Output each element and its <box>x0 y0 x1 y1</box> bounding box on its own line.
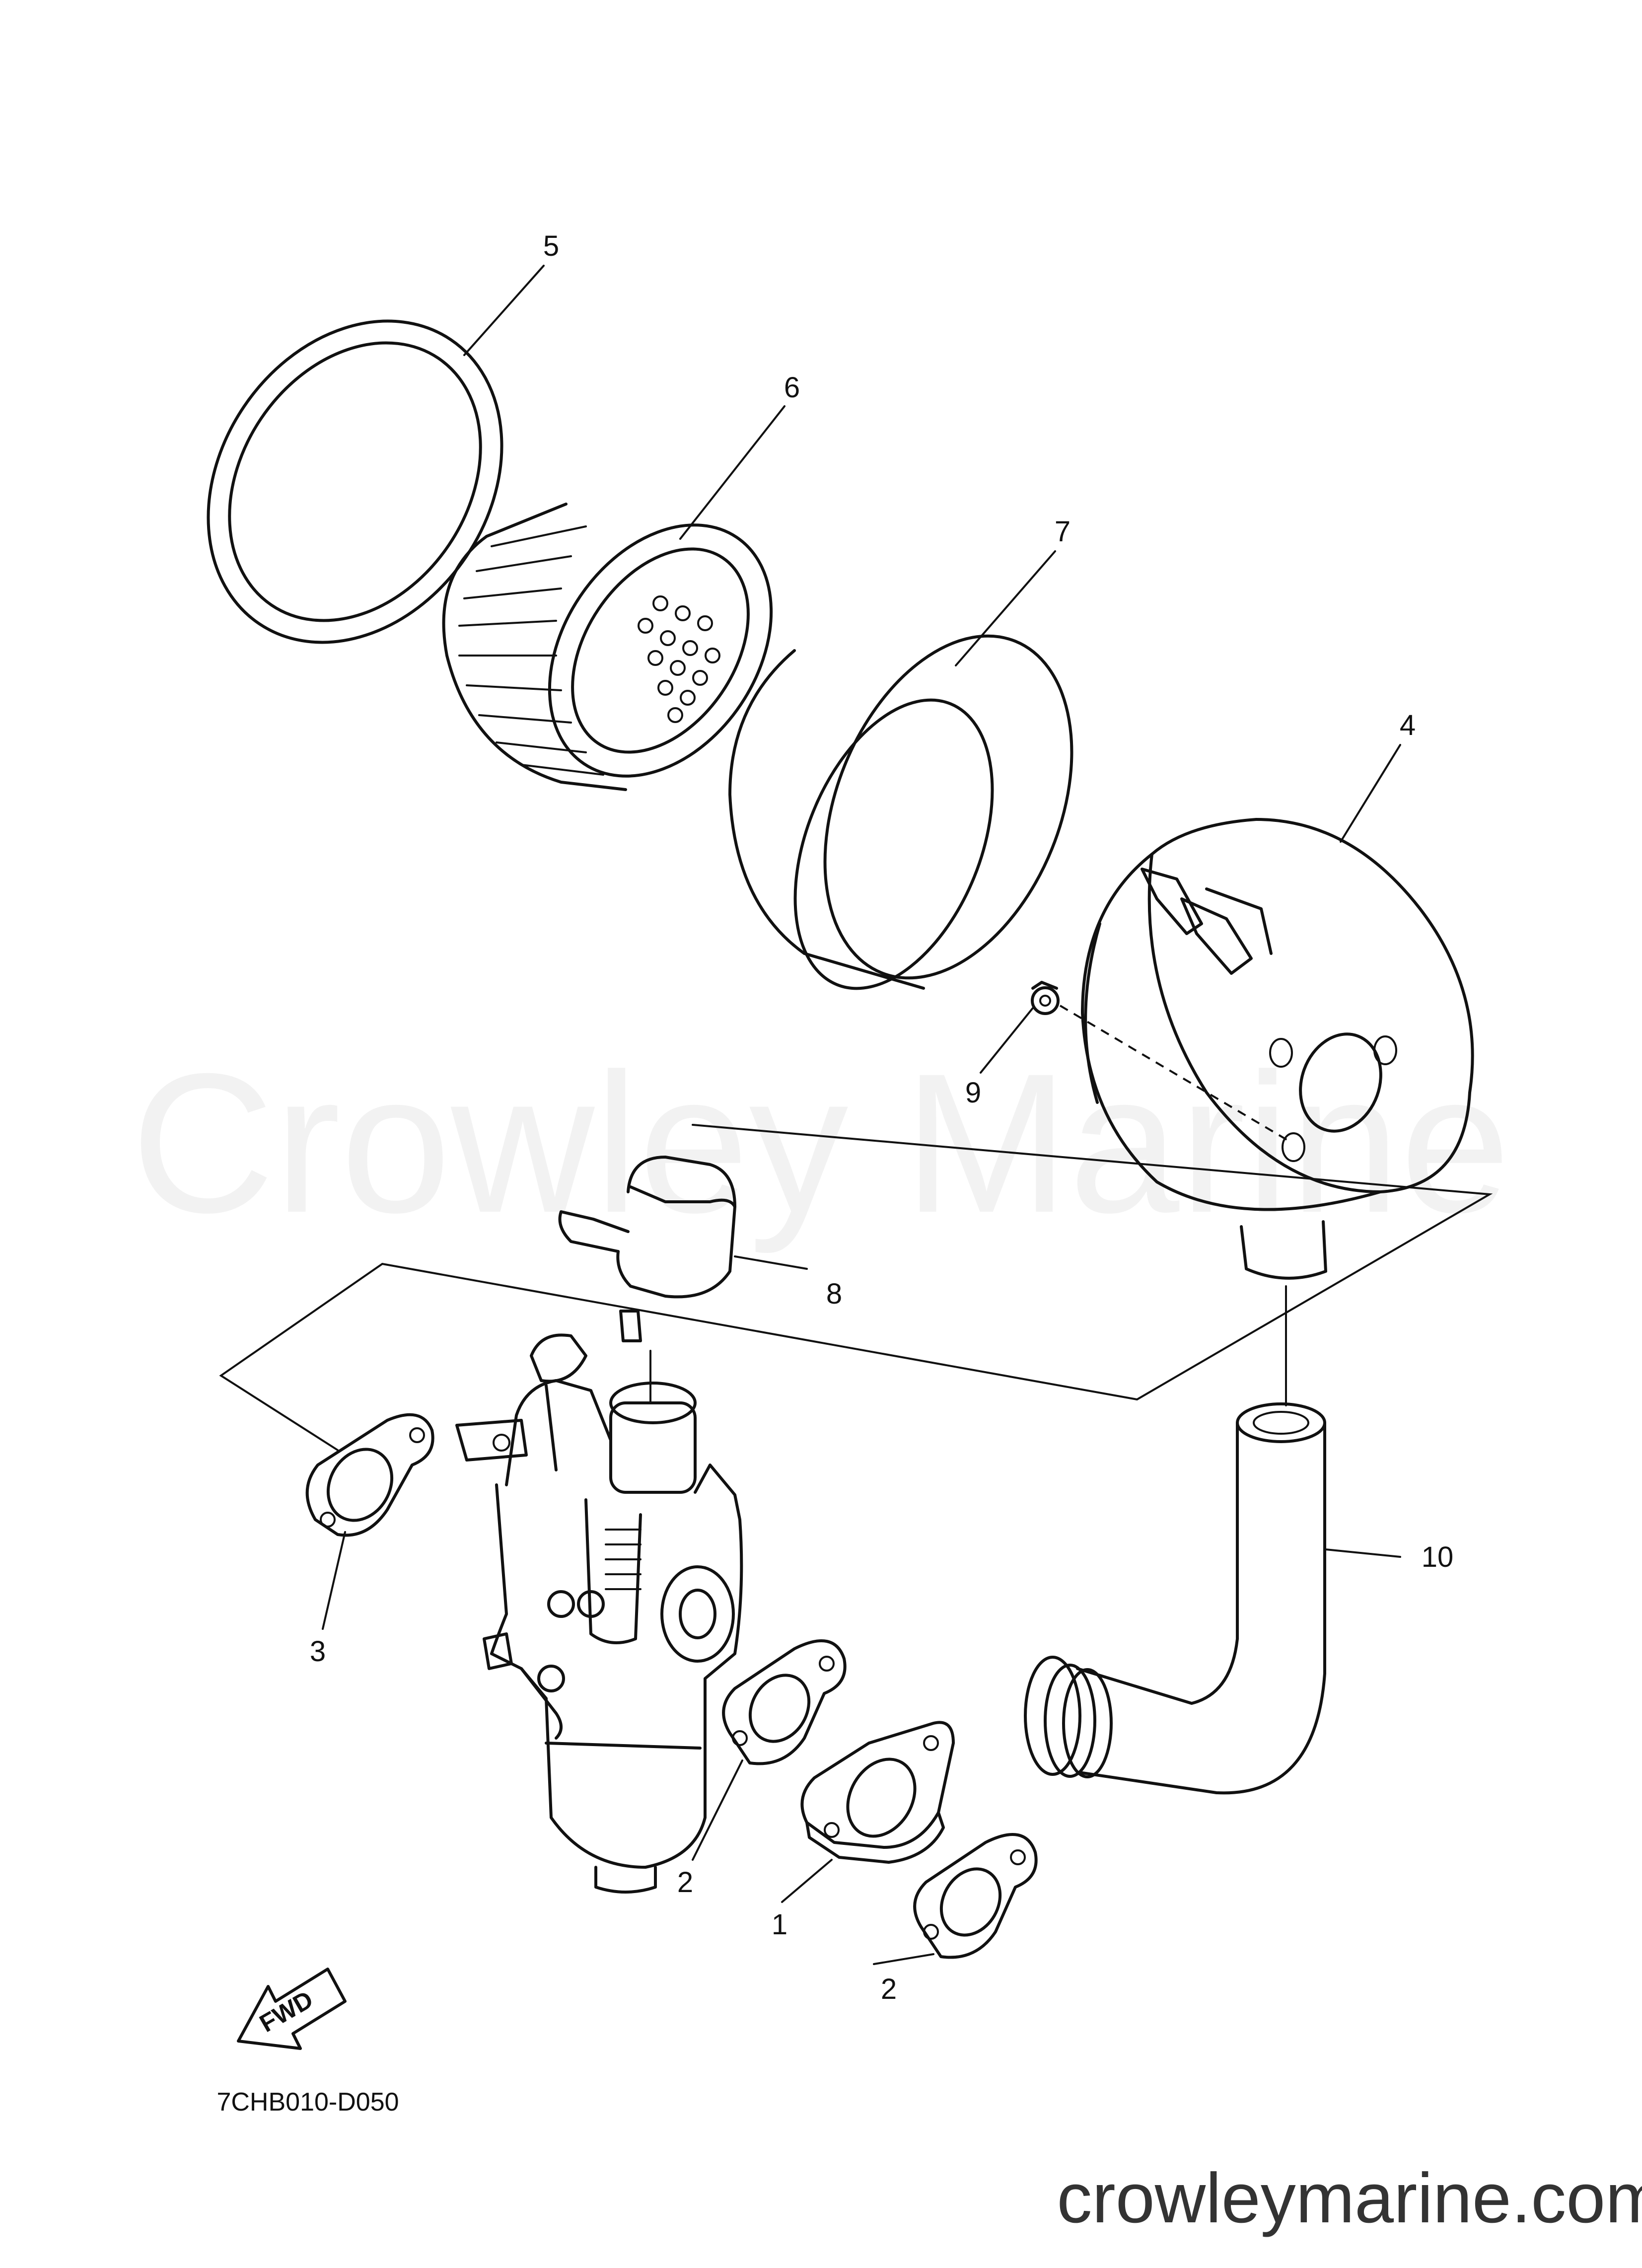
part-4-air-cleaner-case <box>1081 818 1474 1280</box>
callout-2-upper: 2 <box>677 1866 693 1899</box>
callout-2-lower: 2 <box>881 1973 897 2005</box>
callout-6: 6 <box>784 371 800 404</box>
callout-7: 7 <box>1055 515 1071 548</box>
footer-website: crowleymarine.com <box>1057 2159 1642 2238</box>
callout-10: 10 <box>1422 1541 1454 1573</box>
fwd-arrow-icon: FWD <box>237 1968 347 2050</box>
part-10-intake-duct <box>1024 1285 1401 1795</box>
watermark-text: Crowley Marine <box>131 1032 1511 1255</box>
callout-3: 3 <box>310 1635 326 1668</box>
part-8-cover <box>558 1156 808 1342</box>
part-2-gasket-lower <box>913 1833 1038 1959</box>
part-2-gasket-upper <box>722 1639 847 1765</box>
callout-1: 1 <box>772 1908 787 1941</box>
part-7-foam-element <box>728 634 1073 990</box>
carburetor-assembly <box>455 1333 743 1894</box>
drawing-code: 7CHB010-D050 <box>216 2088 399 2117</box>
leader-lines <box>322 265 1401 1965</box>
callout-9: 9 <box>965 1077 981 1109</box>
callout-5: 5 <box>543 230 559 262</box>
bolt-alignment-line <box>1059 1005 1292 1143</box>
part-6-filter-element <box>442 503 773 791</box>
callout-4: 4 <box>1400 709 1416 741</box>
part-3-gasket <box>305 1413 434 1537</box>
assembly-outline <box>219 1124 1493 1451</box>
part-1-insulator <box>800 1721 955 1864</box>
part-9-nut <box>1031 981 1060 1015</box>
callout-8: 8 <box>826 1278 842 1310</box>
part-5-seal-ring <box>207 319 503 644</box>
